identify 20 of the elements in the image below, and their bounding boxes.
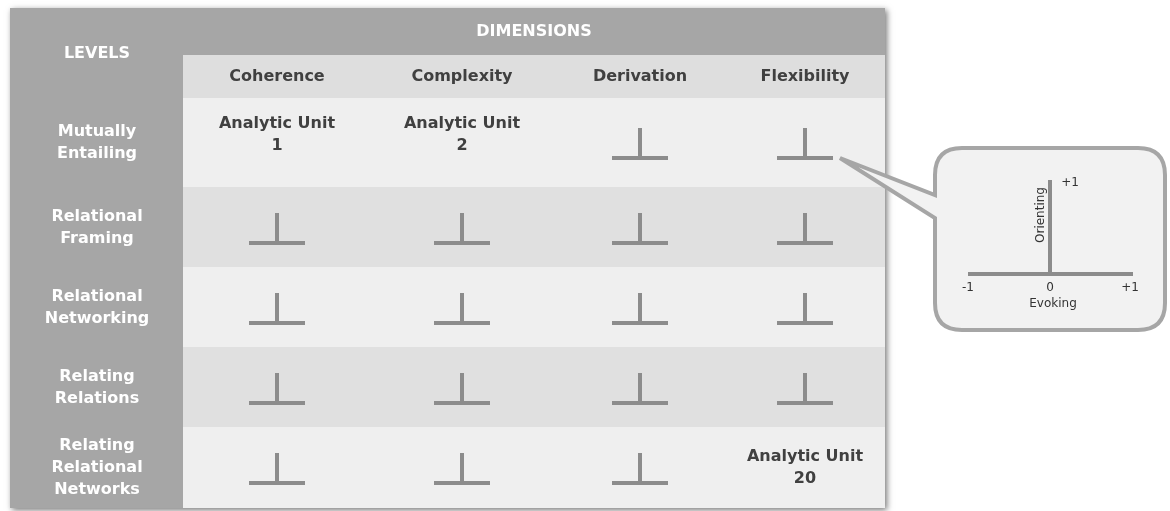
axis-tick-label: +1 (1121, 280, 1139, 294)
row-heading: Relating Relations (53, 365, 141, 409)
column-heading: DIMENSIONS (475, 20, 593, 42)
column-heading: Flexibility (759, 65, 851, 87)
cell-text: Analytic Unit 1 (217, 112, 337, 156)
row-heading: Relational Framing (50, 205, 144, 249)
row-heading: Relating Relational Networks (50, 434, 144, 500)
cell-text: Analytic Unit 2 (402, 112, 522, 156)
axis-title: Evoking (1029, 296, 1077, 310)
axis-tick-label: -1 (962, 280, 974, 294)
column-heading: LEVELS (62, 42, 132, 64)
axis-title: Orienting (1033, 187, 1047, 243)
row-heading: Mutually Entailing (55, 120, 139, 164)
cell-text: Analytic Unit 20 (745, 445, 865, 489)
column-heading: Coherence (228, 65, 326, 87)
axis-tick-label: +1 (1061, 175, 1079, 189)
axis-tick-label: 0 (1046, 280, 1054, 294)
column-heading: Complexity (410, 65, 514, 87)
row-heading: Relational Networking (43, 285, 151, 329)
column-heading: Derivation (591, 65, 689, 87)
